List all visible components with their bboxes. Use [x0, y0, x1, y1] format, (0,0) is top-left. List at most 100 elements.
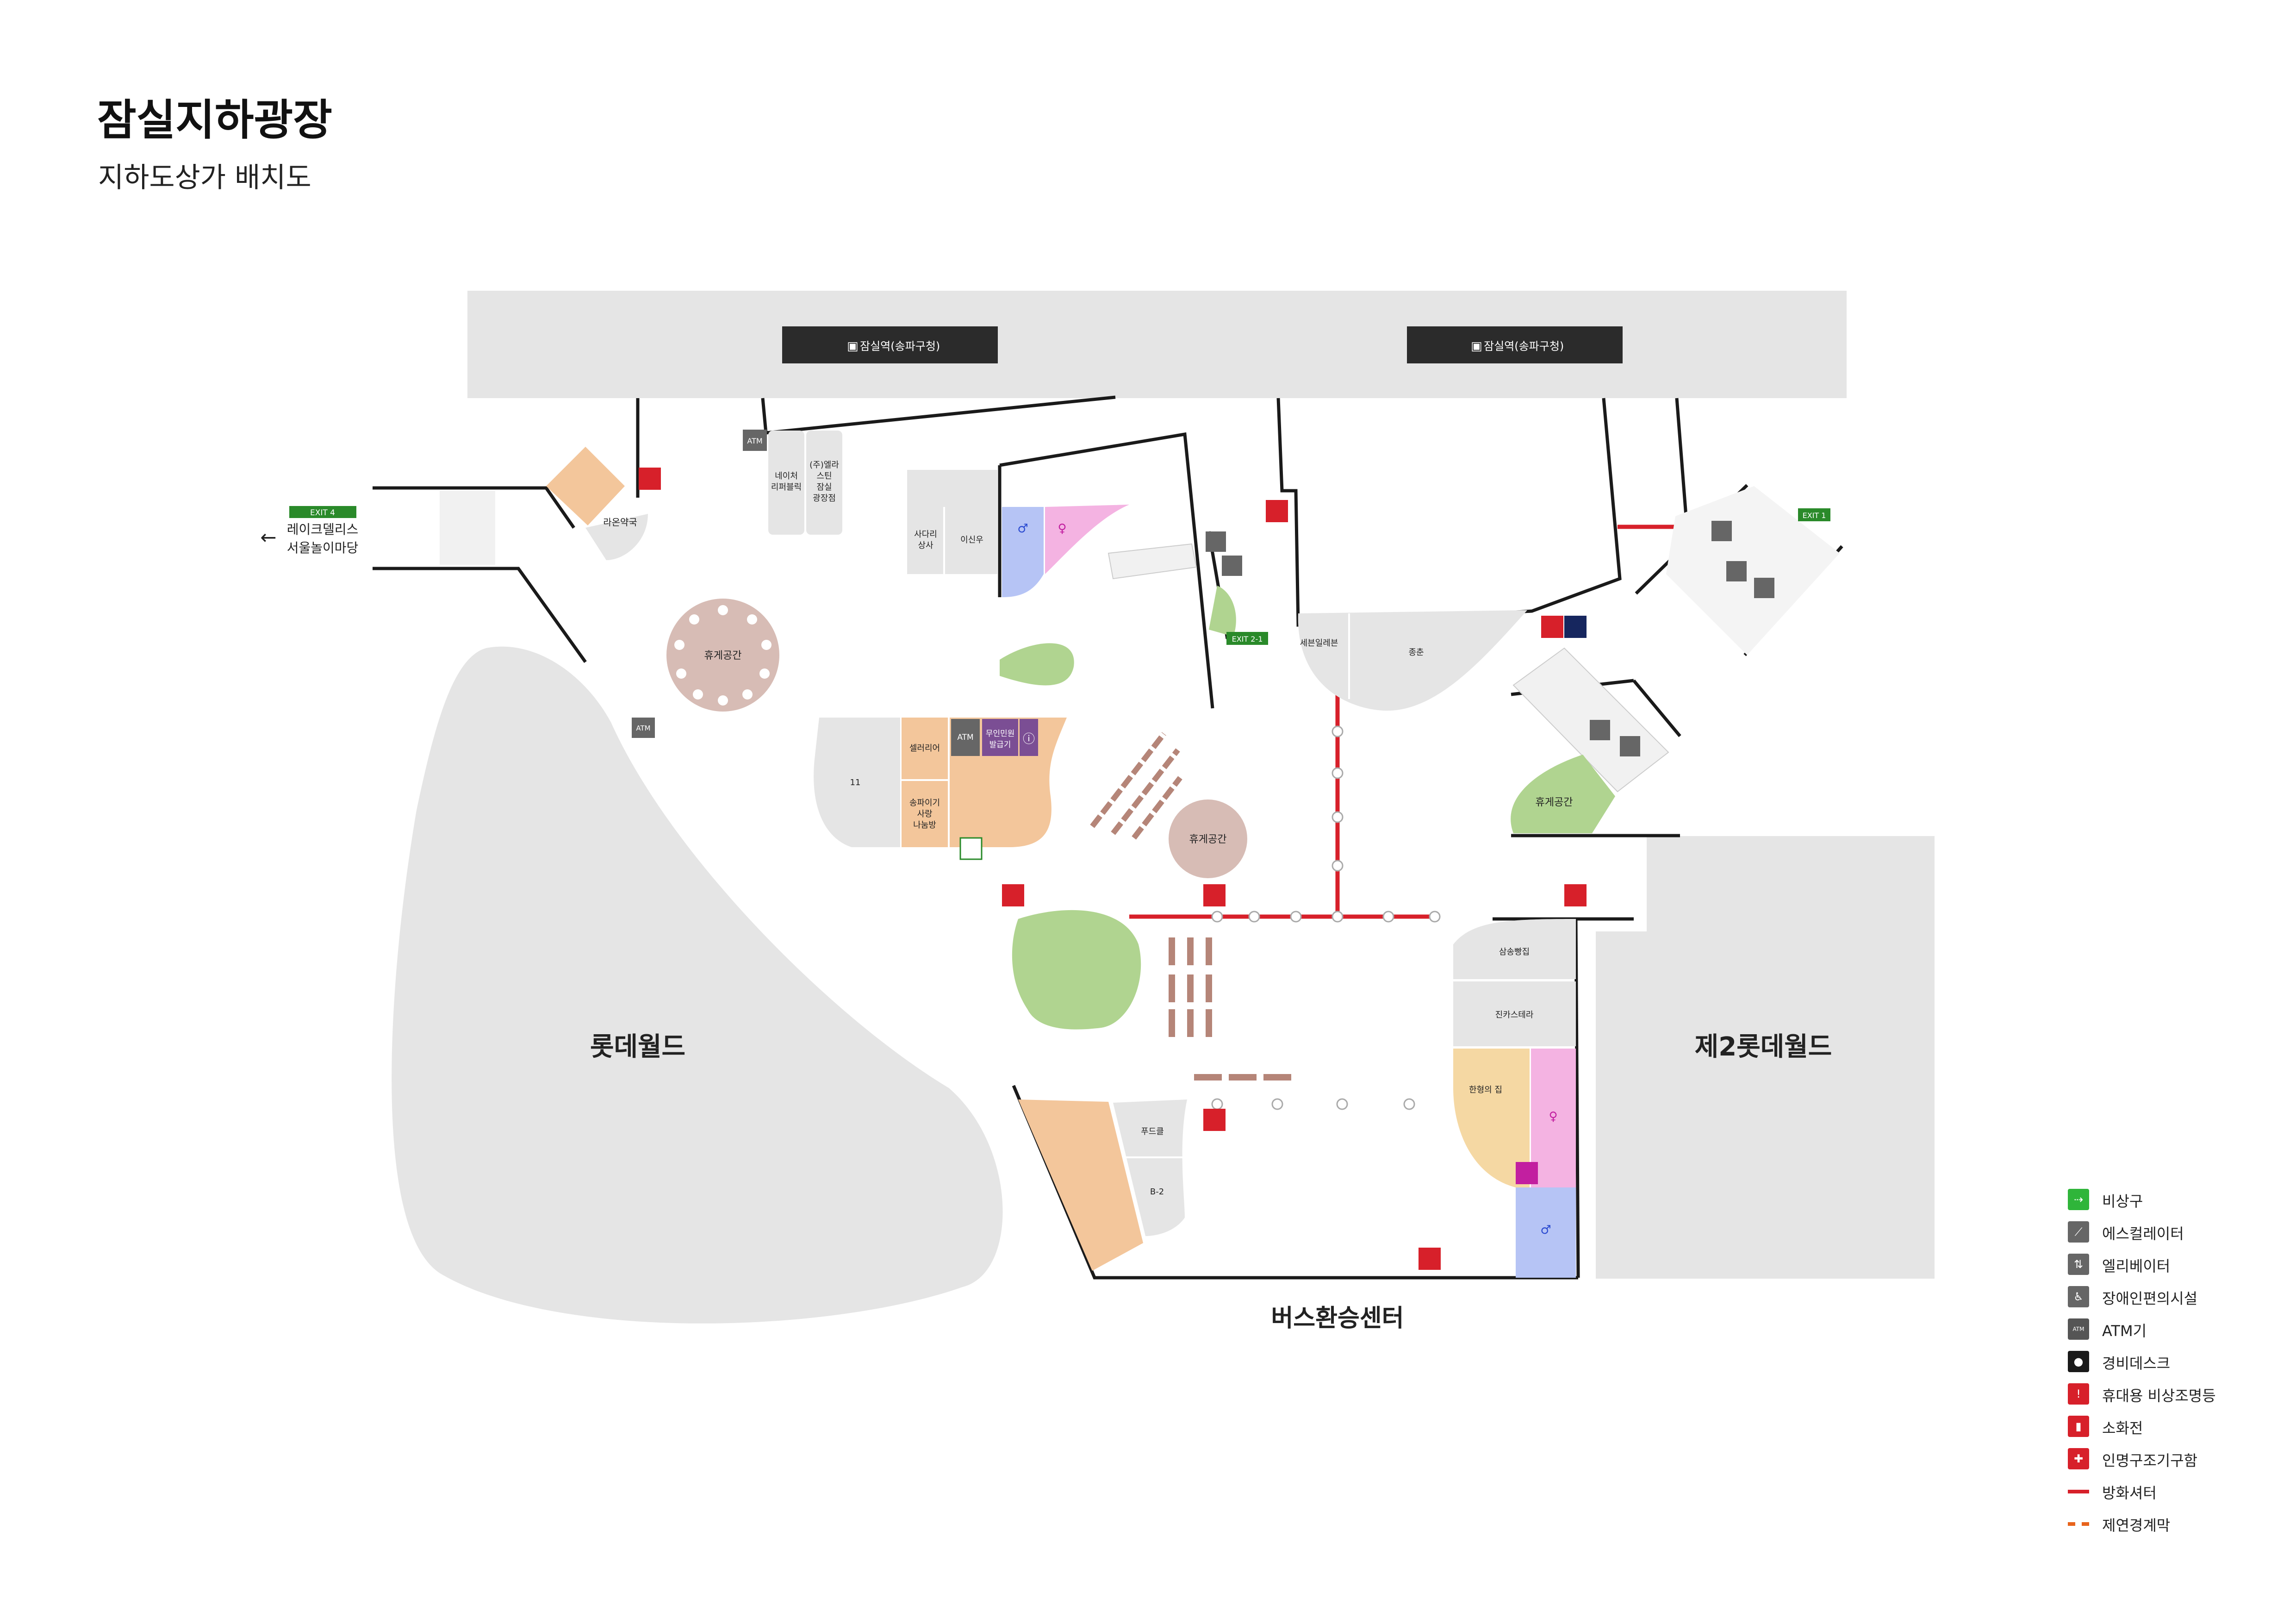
rescue-kit-icon: ✚	[2068, 1448, 2089, 1469]
emergency-exit-small[interactable]	[959, 837, 983, 860]
fire-hydrant-icon[interactable]	[1002, 884, 1024, 906]
emergency-light-icon: !	[2068, 1383, 2089, 1405]
atm-box-top[interactable]	[743, 430, 767, 451]
escalator-icon-exit1-a[interactable]	[1726, 561, 1747, 581]
green-area-center	[1012, 910, 1141, 1030]
legend-label: 제연경계막	[2102, 1517, 2171, 1534]
lotte-world2-label: 제2롯데월드	[1695, 1032, 1832, 1062]
station-corridor	[467, 291, 1847, 398]
exit4-stairs	[440, 491, 495, 565]
store-raon-pharmacy[interactable]: 라온약국	[603, 517, 637, 528]
bench-grid	[1169, 937, 1291, 1081]
legend-item: ✚ 인명구조기구함	[2068, 1444, 2281, 1477]
escalator-icon-mid-a[interactable]	[1590, 720, 1610, 740]
atm-icon: ATM	[2068, 1318, 2089, 1340]
kiosk-box[interactable]	[982, 719, 1018, 756]
security-desk-icon[interactable]	[1564, 616, 1587, 638]
legend-item: 제연경계막	[2068, 1509, 2281, 1542]
escalator-icon-exit1-b[interactable]	[1754, 578, 1774, 598]
exit4-arrow-icon: ←	[260, 526, 276, 549]
rest-area-left-label: 휴게공간	[704, 650, 742, 662]
store-ellastin-l1: (주)엘라	[809, 460, 839, 470]
station-sign-left-icon: ▣	[847, 339, 859, 353]
station-sign-right[interactable]	[1407, 326, 1623, 363]
fire-shutter-line	[2068, 1490, 2089, 1493]
exit21-badge[interactable]	[1226, 632, 1268, 645]
store-samsung-bang-label: 삼송빵집	[1499, 947, 1530, 957]
rest-area-right-label: 휴게공간	[1536, 797, 1573, 808]
station-sign-right-label: 잠실역(송파구청)	[1484, 340, 1564, 353]
store-foodle-b2-block[interactable]	[1113, 1099, 1187, 1236]
store-songpa-l2: 사랑	[917, 809, 932, 819]
station-sign-right-icon: ▣	[1471, 339, 1482, 353]
store-ellastin-l3: 잠실	[816, 482, 832, 492]
ramp-stairs	[1108, 543, 1197, 580]
legend-label: 인명구조기구함	[2102, 1452, 2198, 1469]
station-sign-left-label: 잠실역(송파구청)	[860, 340, 940, 353]
restroom-female-bottom[interactable]	[1531, 1049, 1576, 1187]
elevator-icon-exit1[interactable]	[1711, 521, 1732, 541]
fire-hydrant-icon: ▮	[2068, 1416, 2089, 1437]
info-icon: ⓘ	[1023, 732, 1035, 746]
fire-hydrant-icon[interactable]	[1419, 1248, 1441, 1270]
exit1-badge[interactable]	[1798, 508, 1830, 521]
restroom-female-top[interactable]	[1045, 505, 1129, 574]
store-songpa-l3: 나눔방	[913, 820, 936, 830]
store-ellastin-l2: 스틴	[816, 471, 832, 481]
store-seven-jongchun-block[interactable]	[1298, 610, 1527, 711]
store-hanhyung[interactable]	[1453, 1049, 1530, 1187]
legend-label: 엘리베이터	[2102, 1257, 2171, 1275]
legend-label: 휴대용 비상조명등	[2102, 1387, 2216, 1405]
atm-box-center[interactable]	[951, 719, 980, 756]
store-orange-bottom[interactable]	[1018, 1099, 1143, 1271]
store-11-area[interactable]	[814, 718, 900, 847]
female-icon: ♀	[1058, 522, 1066, 536]
store-seven-eleven: 세븐일레븐	[1300, 638, 1338, 648]
lotte-world-label: 롯데월드	[590, 1032, 685, 1062]
store-samsung-bang[interactable]	[1453, 919, 1576, 979]
fire-hydrant-icon[interactable]	[1266, 500, 1288, 522]
fire-hydrant-icon[interactable]	[1203, 884, 1226, 906]
lotte-world2-area	[1596, 836, 1935, 1279]
restroom-male-top[interactable]	[1002, 507, 1044, 597]
escalator-icon-mid-b[interactable]	[1620, 736, 1640, 756]
legend-item: ●경비데스크	[2068, 1347, 2281, 1380]
fire-hydrant-icon[interactable]	[1203, 1109, 1226, 1131]
store-cellarier: 셀러리어	[909, 743, 940, 753]
fire-hydrants	[639, 468, 1587, 1270]
store-nature-republic-l2: 리퍼블릭	[771, 482, 802, 492]
store-jincasketera-label: 진카스테라	[1495, 1010, 1534, 1020]
fire-hydrant-icon[interactable]	[1541, 616, 1563, 638]
escalator-icon-exit21-a[interactable]	[1206, 531, 1226, 552]
exit4-badge[interactable]	[289, 506, 356, 518]
raon-pharmacy-area	[546, 447, 625, 525]
wheelchair-icon: ♿	[2068, 1286, 2089, 1307]
escalator-icon-exit21-b[interactable]	[1222, 556, 1242, 576]
station-sign-left[interactable]	[782, 326, 998, 363]
wheelchair-icon-female[interactable]	[1516, 1162, 1538, 1184]
store-ellastin-l4: 광장점	[813, 493, 836, 503]
store-sadari-l1: 사다리	[914, 530, 937, 539]
store-nature-republic[interactable]	[768, 431, 804, 535]
male-icon: ♂	[1017, 522, 1028, 536]
bus-center-label: 버스환승센터	[1271, 1305, 1404, 1332]
atm-box-left[interactable]	[632, 718, 655, 738]
elevator-icon: ⇅	[2068, 1254, 2089, 1275]
exit4-dest-line1: 레이크델리스	[287, 522, 359, 537]
legend-label: 방화셔터	[2102, 1484, 2157, 1502]
store-jincasketera[interactable]	[1453, 981, 1576, 1046]
restroom-male-bottom[interactable]	[1516, 1187, 1576, 1278]
security-desk-icon: ●	[2068, 1351, 2089, 1372]
rest-area-left	[666, 599, 779, 712]
info-icon-box[interactable]	[1020, 719, 1038, 756]
legend-label: 비상구	[2102, 1193, 2143, 1210]
raon-pharmacy-floor	[585, 514, 648, 560]
kiosk-l2: 발급기	[989, 740, 1011, 750]
store-sadari-isinu-block[interactable]	[907, 470, 997, 574]
legend-item: 방화셔터	[2068, 1477, 2281, 1509]
atm-label-center: ATM	[957, 733, 973, 742]
atm-label-top: ATM	[747, 437, 762, 445]
fire-hydrant-icon[interactable]	[639, 468, 661, 490]
fire-hydrant-icon[interactable]	[1564, 884, 1587, 906]
store-ellastin[interactable]	[806, 431, 842, 535]
